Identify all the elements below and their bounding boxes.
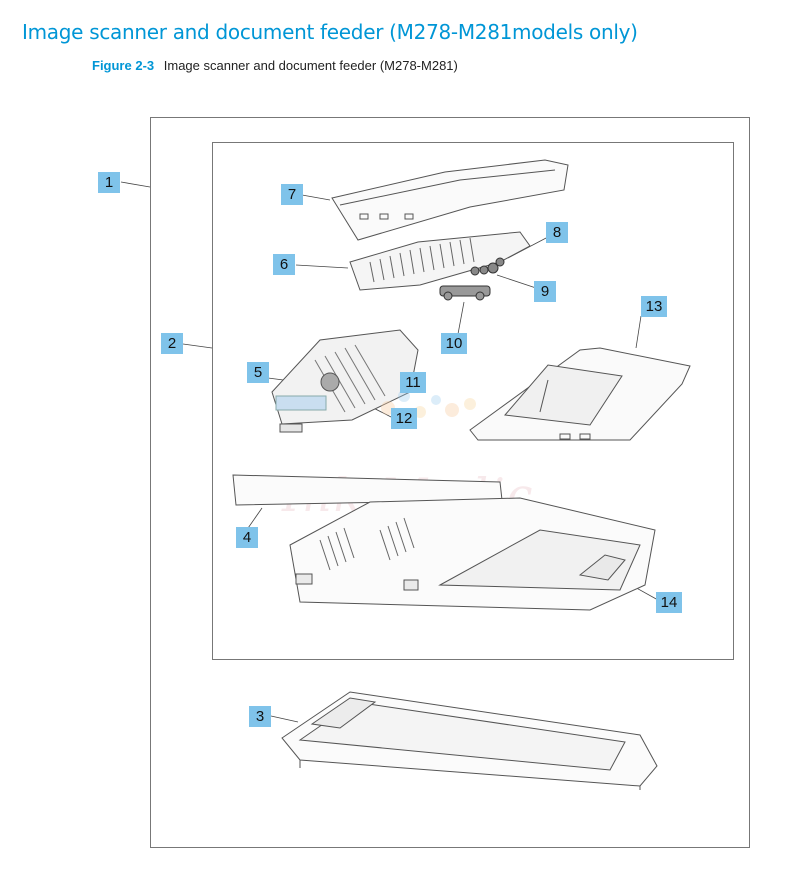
page-title: Image scanner and document feeder (M278-… (22, 20, 638, 44)
figure-number: Figure 2-3 (92, 58, 155, 73)
callout-7: 7 (281, 184, 303, 205)
outer-frame (150, 117, 750, 848)
callout-2: 2 (161, 333, 183, 354)
part-13-input-tray (469, 347, 691, 441)
figure-caption-text: Image scanner and document feeder (M278-… (163, 58, 458, 73)
callout-13: 13 (641, 296, 667, 317)
part-7-top-cover (331, 159, 569, 241)
part-8-9-gears (470, 257, 505, 276)
callout-5: 5 (247, 362, 269, 383)
part-10-pickup-assembly (439, 285, 491, 301)
callout-4: 4 (236, 527, 258, 548)
callout-10: 10 (441, 333, 467, 354)
figure-caption: Figure 2-3 Image scanner and document fe… (92, 58, 458, 73)
part-4-14-feeder-base (232, 474, 656, 611)
callout-1: 1 (98, 172, 120, 193)
callout-3: 3 (249, 706, 271, 727)
part-6-roller-housing (349, 231, 531, 291)
inner-frame (212, 142, 734, 660)
part-3-scanner-glass (281, 691, 658, 790)
callout-6: 6 (273, 254, 295, 275)
callout-12: 12 (391, 408, 417, 429)
callout-11: 11 (400, 372, 426, 393)
callout-9: 9 (534, 281, 556, 302)
part-5-adf-mechanism (271, 329, 419, 433)
callout-8: 8 (546, 222, 568, 243)
callout-14: 14 (656, 592, 682, 613)
